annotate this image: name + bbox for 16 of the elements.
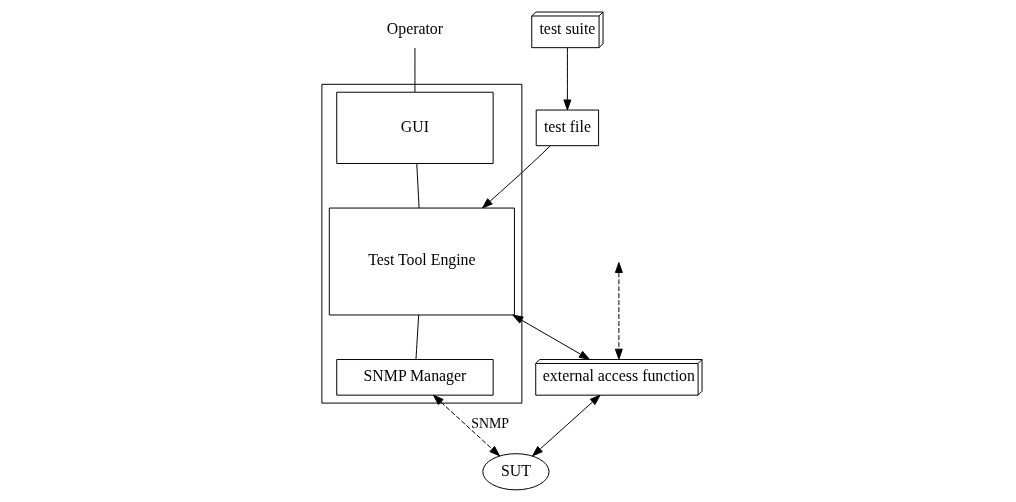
node-box: test file [535,109,600,147]
arrow [614,262,623,360]
arrow [512,314,590,360]
node-box: GUI [336,91,494,164]
node-box: Test Tool Engine [328,207,515,316]
node-ellipse: SUT [482,453,550,491]
arrow [563,47,572,111]
connector [415,314,420,360]
connector [414,47,416,93]
edge-label: SNMP [471,416,510,432]
node-text: Operator [386,19,444,37]
arrow [432,394,500,457]
connector [416,163,420,209]
arrow [482,145,551,209]
arrow [532,394,601,457]
node-box: SNMP Manager [336,359,494,396]
